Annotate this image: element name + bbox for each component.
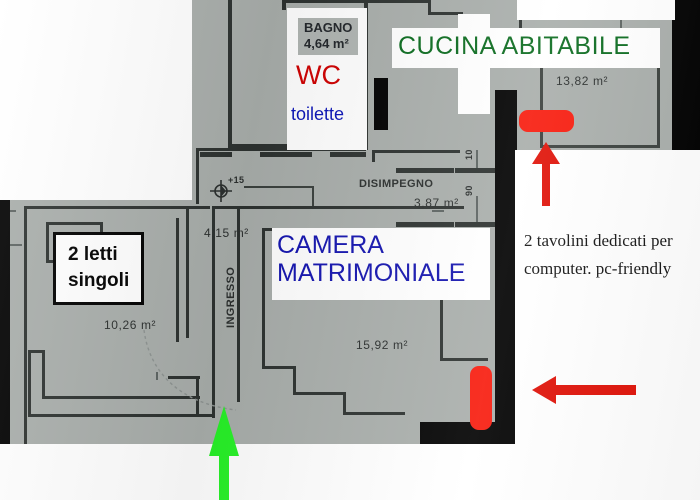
wall-black-horizontal — [420, 422, 516, 444]
wall — [293, 392, 345, 395]
wall — [330, 152, 366, 157]
white-mask — [0, 0, 192, 200]
wall — [42, 396, 200, 399]
wall — [428, 12, 462, 15]
wall — [28, 350, 44, 353]
toilette-label: toilette — [291, 104, 345, 124]
camera-label-line2: MATRIMONIALE — [277, 259, 466, 287]
wall — [100, 222, 103, 238]
wall — [428, 0, 431, 14]
wall — [476, 150, 478, 168]
wall — [432, 210, 444, 212]
white-mask-camera — [272, 228, 490, 300]
desk-marker-bedroom — [470, 366, 492, 430]
letti-singoli-box: 2 letti singoli — [53, 232, 145, 306]
corridoio-area: 4,15 m² — [204, 226, 249, 240]
wall — [282, 0, 368, 3]
wall — [372, 150, 460, 153]
ingresso-label: INGRESSO — [225, 266, 237, 328]
wall — [42, 350, 45, 398]
bagno-name: BAGNO — [304, 20, 353, 35]
red-arrow-up-icon — [532, 142, 560, 206]
wall-black-kitchen — [374, 78, 388, 130]
wall — [540, 145, 660, 148]
wall — [396, 222, 454, 227]
wall — [28, 414, 214, 417]
wall-black-left — [0, 196, 10, 450]
wall — [156, 372, 158, 380]
wall — [212, 206, 464, 209]
wall — [540, 38, 543, 148]
wall — [0, 244, 22, 246]
level-value: +15 — [228, 175, 245, 185]
cucina-area: 13,82 m² — [556, 74, 609, 88]
disimpegno-area: 3,87 m² — [414, 196, 459, 210]
wall — [476, 196, 478, 222]
wall — [176, 218, 179, 342]
wall — [196, 148, 199, 204]
wall — [200, 152, 232, 157]
wall — [46, 222, 49, 262]
level-marker-icon — [210, 180, 232, 202]
dim-10: 10 — [464, 149, 474, 160]
wall — [455, 222, 495, 227]
wall — [212, 206, 215, 418]
wall — [244, 186, 314, 188]
wall — [168, 376, 200, 379]
wall — [440, 358, 488, 361]
white-mask — [664, 160, 700, 450]
wall — [282, 0, 286, 10]
wall — [24, 206, 27, 446]
camera-area: 15,92 m² — [356, 338, 409, 352]
wall — [24, 206, 210, 209]
camera-label: CAMERA MATRIMONIALE — [277, 231, 465, 287]
wall — [343, 392, 346, 414]
wall — [260, 152, 312, 157]
wall — [657, 30, 660, 148]
wall-black-vertical — [495, 90, 517, 445]
wall — [186, 208, 189, 338]
wall-black-right — [672, 0, 700, 160]
letti-line2: singoli — [68, 269, 130, 291]
cucina-label: CUCINA ABITABILE — [398, 32, 631, 60]
wall — [262, 228, 265, 368]
pc-friendly-note: 2 tavolini dedicati per computer. pc-fri… — [524, 231, 673, 279]
letti-line1: 2 letti — [68, 244, 118, 265]
white-mask — [517, 0, 675, 20]
wall — [196, 378, 199, 416]
disimpegno-label: DISIMPEGNO — [359, 178, 434, 190]
wc-label: WC — [296, 60, 341, 90]
wall — [343, 412, 405, 415]
camera-label-line1: CAMERA — [277, 231, 384, 259]
desk-marker-kitchen — [519, 110, 574, 132]
wall — [228, 0, 232, 148]
dim-90: 90 — [464, 185, 474, 196]
wall — [237, 206, 240, 402]
wall — [312, 186, 314, 208]
wall — [46, 222, 102, 225]
door-swing-arc — [143, 330, 237, 411]
wall — [196, 148, 366, 151]
bagno-label: BAGNO 4,64 m² — [298, 18, 359, 55]
wall — [396, 168, 454, 173]
wall — [372, 150, 375, 162]
wall — [28, 350, 31, 416]
wall — [455, 168, 495, 173]
bagno-area: 4,64 m² — [304, 36, 349, 52]
white-mask — [0, 444, 700, 500]
wall — [293, 366, 296, 394]
wall — [368, 0, 430, 3]
green-arrow-up-icon — [209, 406, 239, 500]
soggiorno-area: 10,26 m² — [104, 318, 157, 332]
red-arrow-left-icon — [532, 376, 636, 404]
white-mask-cucina — [392, 28, 660, 68]
wall — [262, 366, 296, 369]
